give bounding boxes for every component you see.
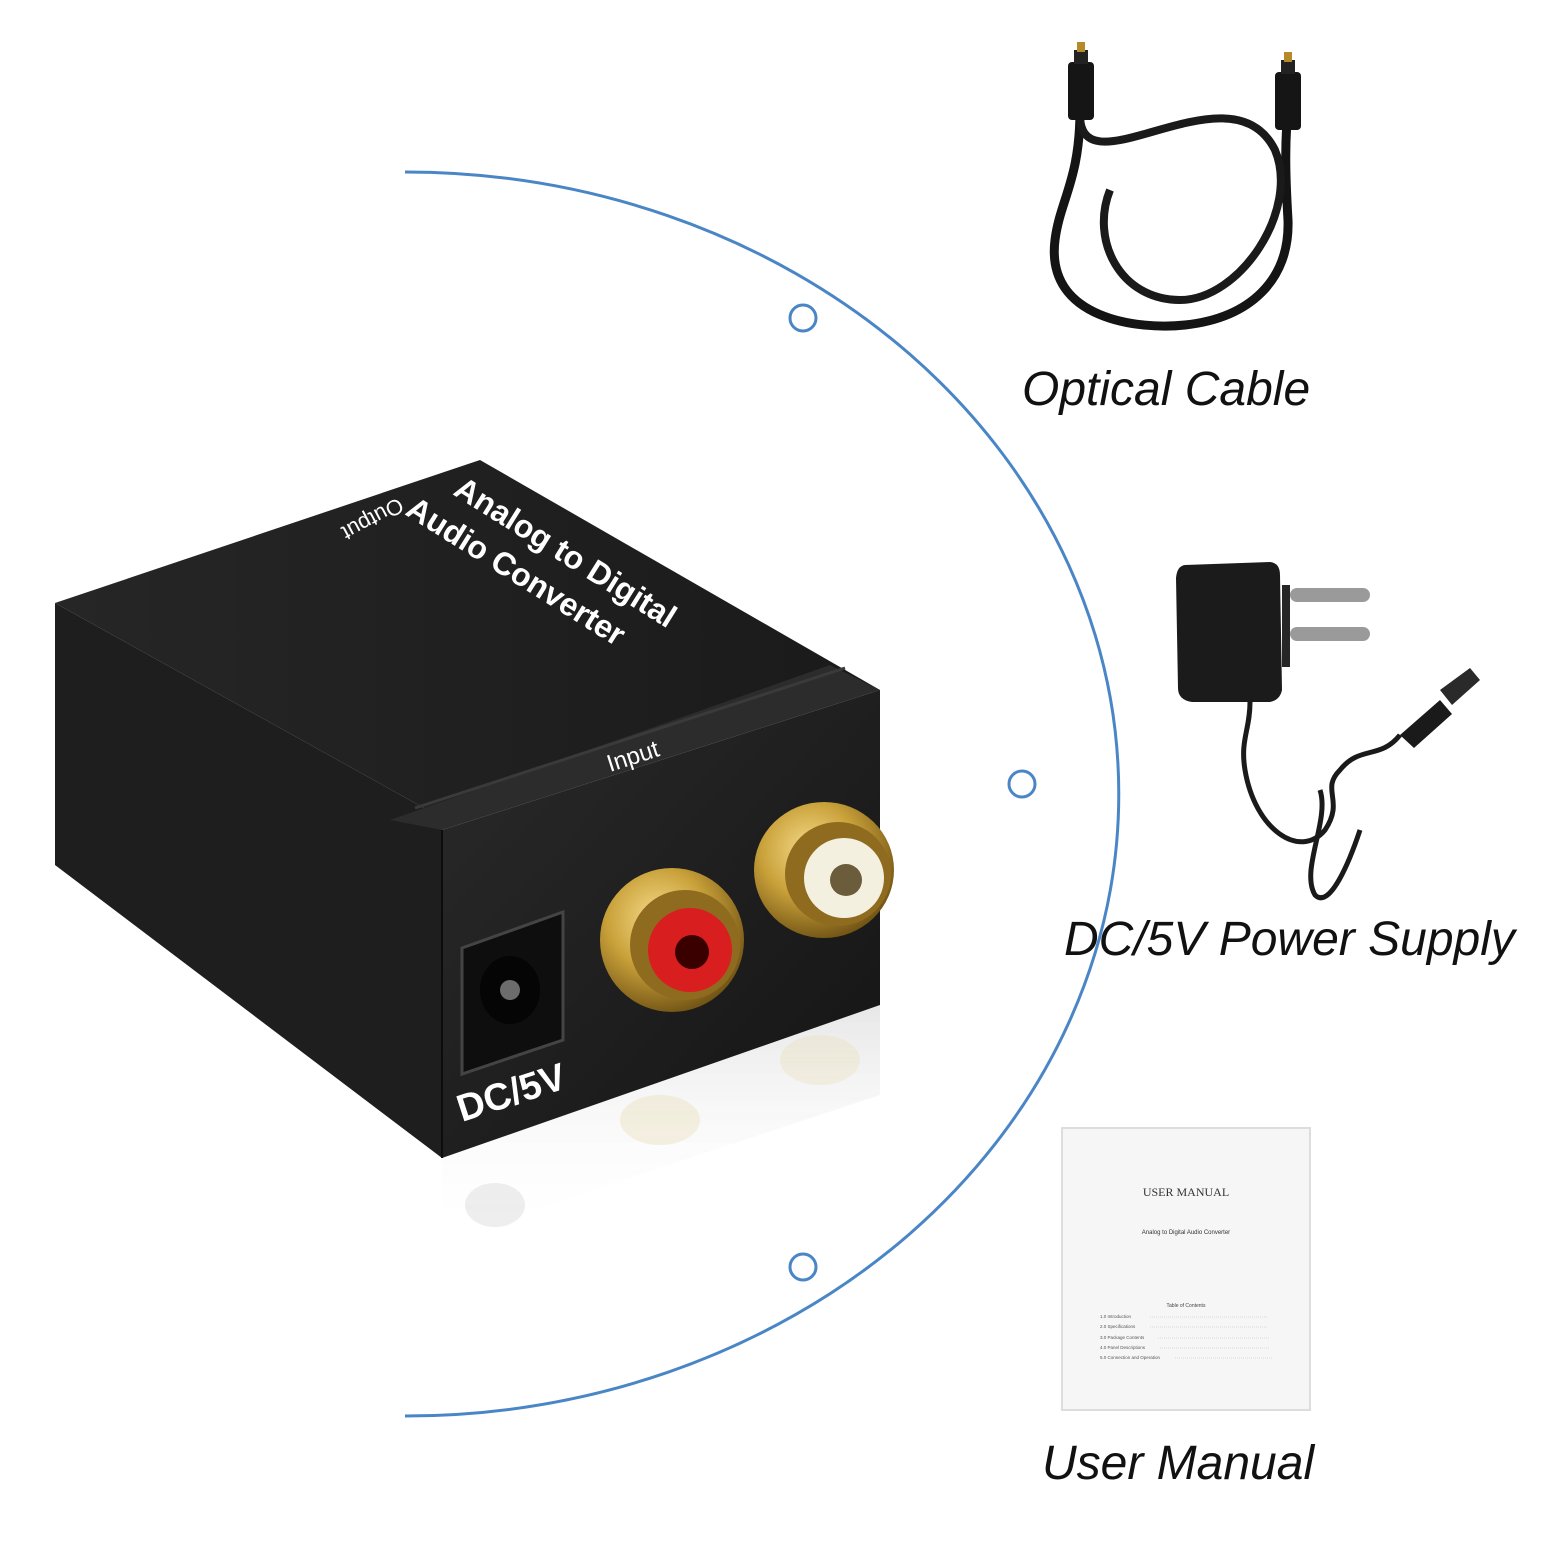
manual-title: USER MANUAL (1143, 1185, 1229, 1199)
manual-subtitle: Analog to Digital Audio Converter (1142, 1230, 1230, 1236)
converter-side-face (55, 603, 442, 1158)
optical-cable-image (1049, 42, 1301, 331)
optical-cable-label: Optical Cable (1022, 363, 1311, 416)
arc-node-top (788, 303, 818, 333)
rca-white-jack (754, 802, 894, 938)
arc-node-middle (1007, 769, 1037, 799)
dc-jack (460, 909, 565, 1077)
toc-entry: 2.0 Specifications (1100, 1324, 1136, 1329)
toc-entry: 4.0 Panel Descriptions (1100, 1345, 1146, 1350)
toc-entry: 5.0 Connection and Operation (1100, 1355, 1161, 1360)
rca-red-jack (600, 868, 744, 1012)
connector-arc (404, 170, 1121, 1418)
toc-entry: 3.0 Package Contents (1100, 1335, 1145, 1340)
manual-toc-heading: Table of Contents (1167, 1303, 1206, 1309)
manual-booklet-image: USER MANUAL Analog to Digital Audio Conv… (1061, 1127, 1311, 1411)
power-supply-label: DC/5V Power Supply (1064, 913, 1515, 966)
user-manual-label: User Manual (1042, 1437, 1315, 1490)
power-adapter-image (1176, 562, 1480, 901)
converter-reflection (442, 1005, 880, 1240)
manual-toc: 1.0 Introduction 2.0 Specifications 3.0 … (1100, 1314, 1161, 1360)
arc-node-bottom (788, 1252, 818, 1282)
converter-box: DC/5V Input Output Analog to Digital Aud… (55, 460, 894, 1158)
toc-entry: 1.0 Introduction (1100, 1314, 1132, 1319)
